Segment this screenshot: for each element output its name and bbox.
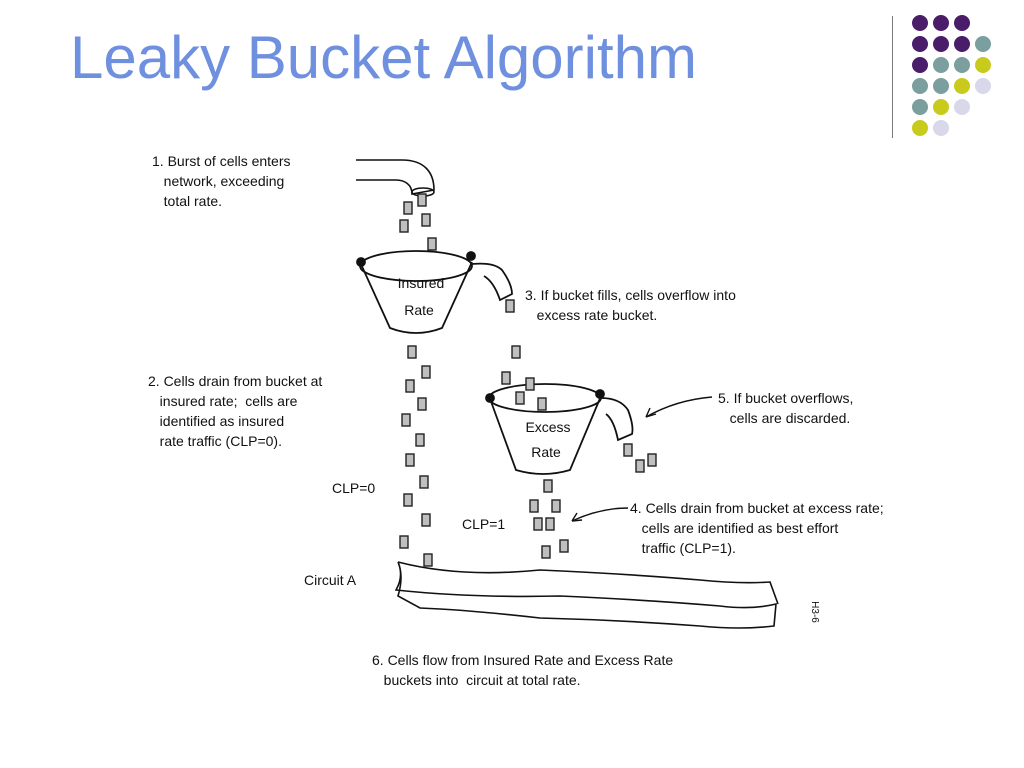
step-4-label: 4. Cells drain from bucket at excess rat…	[630, 500, 884, 556]
data-cell	[525, 377, 535, 391]
data-cell	[501, 371, 511, 385]
decorative-dot	[933, 15, 949, 31]
data-cell	[427, 237, 437, 251]
callout-lines	[571, 396, 713, 522]
decorative-dot	[954, 15, 970, 31]
decorative-dot	[912, 78, 928, 94]
circuit-a-pipe	[394, 561, 779, 629]
data-cell	[559, 539, 569, 553]
data-cell	[533, 517, 543, 531]
decorative-dot	[933, 99, 949, 115]
data-cell	[551, 499, 561, 513]
decorative-dot	[912, 36, 928, 52]
decorative-dot	[912, 99, 928, 115]
decorative-dot	[933, 78, 949, 94]
step-2-label: 2. Cells drain from bucket at insured ra…	[148, 373, 323, 449]
decorative-dot	[954, 57, 970, 73]
decorative-dot	[954, 78, 970, 94]
data-cell	[421, 365, 431, 379]
data-cell	[421, 213, 431, 227]
data-cell	[511, 345, 521, 359]
data-cell	[623, 443, 633, 457]
decorative-dot	[954, 36, 970, 52]
input-pipe	[356, 159, 435, 197]
decorative-dot	[954, 99, 970, 115]
excess-bucket	[485, 383, 634, 475]
clp1-label: CLP=1	[462, 516, 506, 532]
decorative-dot	[975, 78, 991, 94]
decorative-dot	[933, 120, 949, 136]
step-6-label: 6. Cells flow from Insured Rate and Exce…	[372, 652, 674, 688]
data-cell	[417, 193, 427, 207]
insured-bucket-label-1: Insured	[398, 275, 445, 291]
data-cell	[405, 379, 415, 393]
data-cell	[401, 413, 411, 427]
data-cell	[545, 517, 555, 531]
data-cell	[417, 397, 427, 411]
excess-bucket-label-1: Excess	[525, 419, 570, 435]
decorative-dot	[912, 120, 928, 136]
data-cell	[529, 499, 539, 513]
data-cell	[635, 459, 645, 473]
data-cell	[423, 553, 433, 567]
decorative-dot	[912, 57, 928, 73]
data-cell	[403, 201, 413, 215]
decorative-dot	[933, 57, 949, 73]
step-5-label: 5. If bucket overflows, cells are discar…	[718, 390, 854, 426]
step-1-label: 1. Burst of cells enters network, exceed…	[152, 153, 291, 209]
data-cell	[403, 493, 413, 507]
decorative-dot	[933, 36, 949, 52]
data-cell	[647, 453, 657, 467]
insured-bucket-label-2: Rate	[404, 302, 434, 318]
data-cell	[419, 475, 429, 489]
slide-title: Leaky Bucket Algorithm	[70, 24, 697, 91]
decorative-dot	[975, 36, 991, 52]
data-cell	[405, 453, 415, 467]
decorative-dot	[912, 15, 928, 31]
data-cell	[543, 479, 553, 493]
data-cell	[421, 513, 431, 527]
data-cell	[399, 535, 409, 549]
circuit-a-label: Circuit A	[304, 572, 357, 588]
title-divider	[892, 16, 893, 138]
data-cell	[407, 345, 417, 359]
excess-bucket-label-2: Rate	[531, 444, 561, 460]
cells-group	[399, 193, 657, 567]
clp0-label: CLP=0	[332, 480, 376, 496]
data-cell	[415, 433, 425, 447]
figure-id: H3-6	[809, 601, 820, 623]
data-cell	[515, 391, 525, 405]
decorative-dot	[975, 57, 991, 73]
data-cell	[505, 299, 515, 313]
data-cell	[537, 397, 547, 411]
insured-bucket	[356, 250, 513, 334]
data-cell	[399, 219, 409, 233]
data-cell	[541, 545, 551, 559]
step-3-label: 3. If bucket fills, cells overflow into …	[525, 287, 736, 323]
